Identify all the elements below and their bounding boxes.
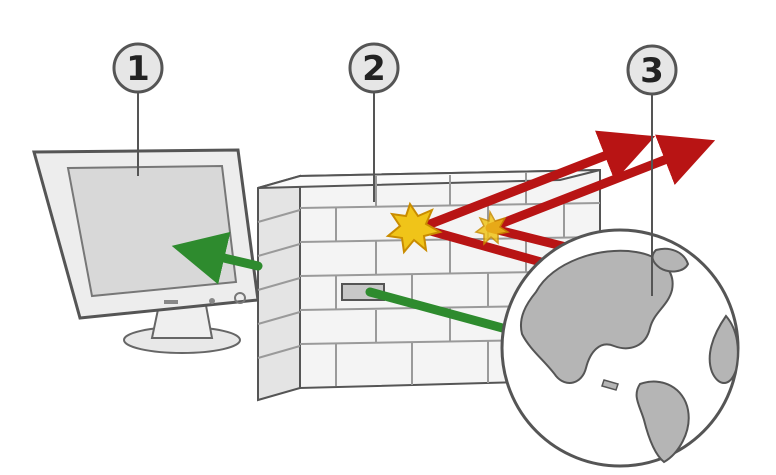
callout-leaders [137, 92, 653, 296]
globe-icon [500, 228, 740, 468]
callout-2-label: 2 [362, 49, 386, 89]
callout-1: 1 [112, 42, 164, 94]
callout-1-label: 1 [126, 49, 150, 89]
allowed-traffic-arrows [171, 231, 515, 335]
monitor-icon [32, 148, 260, 354]
allowed-arrow-wall-to-pc [171, 231, 263, 285]
callout-3-label: 3 [640, 51, 664, 91]
callout-2: 2 [348, 42, 400, 94]
allowed-arrow-internet-to-wall [365, 287, 515, 335]
callout-3: 3 [626, 44, 678, 96]
impact-burst-icon [385, 201, 510, 255]
